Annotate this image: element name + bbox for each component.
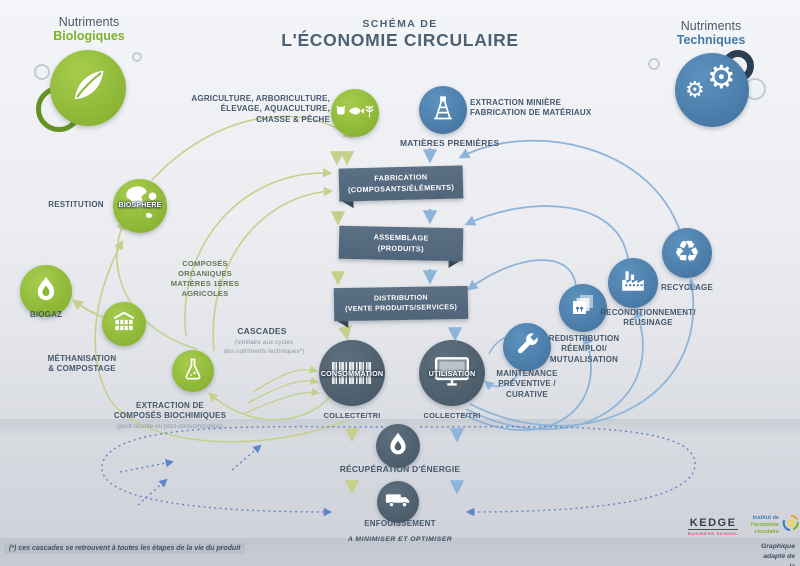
assemblage-banner-label: ASSEMBLAGE (PRODUITS): [373, 232, 429, 253]
collecte-tri-label-left: COLLECTE/TRI: [323, 411, 381, 420]
cascades-title: CASCADES: [237, 326, 287, 336]
attribution: Graphique adapté de la Fondation Ellen M…: [761, 543, 795, 566]
technical-gears-badge: ⚙ ⚙: [675, 53, 749, 127]
methanisation-label: MÉTHANISATION & COMPOSTAGE: [47, 354, 117, 374]
biological-cycle-arcs: [71, 115, 360, 495]
gear-icon: ⚙: [685, 77, 705, 102]
landfill-node: [377, 481, 419, 523]
leaf-icon: [66, 64, 110, 113]
mining-badge: [419, 86, 467, 134]
utilisation-node: UTILISATION: [419, 340, 485, 406]
flask-icon: [181, 357, 205, 386]
reconditionnement-label: RECONDITIONNEMENT/ RÉUSINAGE: [600, 308, 696, 328]
gear-icon: ⚙: [707, 59, 736, 95]
banner-fold: [342, 201, 354, 209]
farm-animals-icon: [335, 102, 375, 125]
biosphere-node: BIOSPHÈRE: [113, 179, 167, 233]
compost-bin-icon: [111, 309, 137, 340]
mining-label: EXTRACTION MINIÈRE FABRICATION DE MATÉRI…: [470, 98, 592, 118]
cascades-subtitle: (similaire aux cycles des nutriments tec…: [223, 339, 305, 355]
distribution-banner: DISTRIBUTION (VENTE PRODUITS/SERVICES): [333, 285, 469, 329]
biochemical-extraction-label: EXTRACTION DE COMPOSÉS BIOCHIMIQUES: [113, 401, 227, 421]
globe-icon: [117, 181, 163, 232]
institut-line1: Institut de: [752, 514, 779, 521]
biochemical-extraction-subtitle: (post-récolte ou post-consommation): [117, 423, 223, 430]
redistribution-node: [559, 284, 607, 332]
biogaz-label: BIOGAZ: [29, 310, 63, 319]
bio-header-line2: Biologiques: [53, 29, 125, 43]
footnote: (*) ces cascades se retrouvent à toutes …: [4, 543, 246, 554]
biogaz-node: [20, 265, 72, 317]
maintenance-label: MAINTENANCE PRÉVENTIVE / CURATIVE: [496, 369, 558, 399]
title-line1: SCHÉMA DE: [362, 18, 438, 30]
oil-derrick-icon: [429, 94, 457, 127]
consommation-label: CONSOMMATION: [320, 369, 384, 378]
landfill-label: ENFOUISSEMENT: [364, 519, 436, 528]
distribution-banner-label: DISTRIBUTION (VENTE PRODUITS/SERVICES): [344, 294, 458, 313]
dotted-loop-arcs: [101, 425, 696, 517]
assemblage-banner: ASSEMBLAGE (PRODUITS): [338, 225, 464, 269]
tech-header-line1: Nutriments: [680, 19, 742, 33]
truck-icon: [384, 490, 412, 515]
recyclage-label: RECYCLAGE: [660, 283, 714, 292]
institut-logo: Institut de l'économie circulaire: [737, 514, 800, 537]
institut-line2: l'économie circulaire: [750, 521, 779, 536]
fabrication-banner: FABRICATION (COMPOSANTS/ÉLÉMENTS): [338, 165, 464, 209]
kedge-logo: KEDGE BUSINESS SCHOOL: [688, 517, 739, 536]
fabrication-banner-label: FABRICATION (COMPOSANTS/ÉLÉMENTS): [347, 172, 455, 194]
circular-economy-ring-icon: [782, 514, 800, 537]
methanisation-node: [102, 302, 146, 346]
consommation-node: CONSOMMATION: [319, 340, 385, 406]
bio-header-line1: Nutriments: [58, 15, 120, 29]
tech-header-line2: Techniques: [676, 33, 746, 47]
restitution-label: RESTITUTION: [48, 200, 104, 209]
agriculture-badge: [331, 89, 379, 137]
maintenance-node: [503, 323, 551, 371]
stacked-boxes-icon: [570, 293, 596, 324]
biosphere-label: BIOSPHÈRE: [118, 202, 162, 209]
page-title: SCHÉMA DE L'ÉCONOMIE CIRCULAIRE: [281, 18, 519, 51]
collecte-tri-label-right: COLLECTE/TRI: [423, 411, 481, 420]
technical-nutrients-header: Nutriments Techniques: [677, 19, 746, 47]
recycle-icon: ♻: [673, 235, 701, 270]
energy-recovery-label: RÉCUPÉRATION D'ÉNERGIE: [339, 464, 461, 474]
recyclage-node: ♻: [662, 228, 712, 278]
reconditionnement-node: [608, 258, 658, 308]
energy-recovery-node: [376, 424, 420, 468]
factory-icon: [619, 267, 647, 300]
agriculture-label: AGRICULTURE, ARBORICULTURE, ÉLEVAGE, AQU…: [191, 94, 330, 124]
monitor-icon: [433, 355, 471, 392]
wrench-icon: [514, 332, 540, 363]
barcode-icon: [332, 362, 372, 384]
banner-fold: [337, 320, 349, 329]
biological-nutrients-header: Nutriments Biologiques: [53, 15, 125, 43]
decorative-ring: [132, 52, 142, 62]
title-line2: L'ÉCONOMIE CIRCULAIRE: [281, 30, 519, 50]
kedge-subtitle: BUSINESS SCHOOL: [688, 529, 739, 536]
organic-compounds-label: COMPOSÉS ORGANIQUES MATIÈRES 1ÈRES AGRIC…: [170, 259, 240, 298]
biological-leaf-badge: [50, 50, 126, 126]
decorative-ring: [648, 58, 660, 70]
flame-icon: [32, 275, 60, 308]
banner-fold: [448, 261, 460, 269]
raw-materials-label: MATIÈRES PREMIÈRES: [400, 138, 500, 148]
decorative-ring: [34, 64, 50, 80]
redistribution-label: REDISTRIBUTION RÉEMPLOI/ MUTUALISATION: [548, 334, 620, 364]
minimize-note: A MINIMISER ET OPTIMISER: [347, 536, 453, 543]
biochemical-extraction-node: [172, 350, 214, 392]
utilisation-label: UTILISATION: [428, 369, 476, 378]
bottom-strip: [0, 538, 800, 566]
technical-cycle-arcs: [422, 139, 698, 495]
kedge-wordmark: KEDGE: [689, 517, 737, 529]
flame-icon: [385, 431, 411, 462]
